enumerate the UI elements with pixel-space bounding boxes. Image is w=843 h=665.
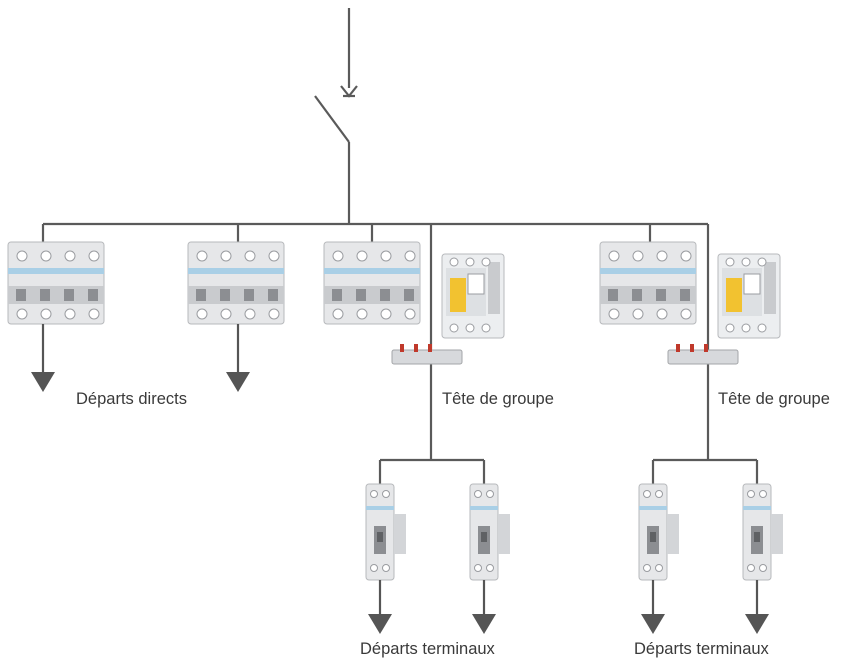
label-direct-departures: Départs directs [76, 390, 187, 408]
label-group-head-1: Tête de groupe [442, 390, 554, 408]
mcb-terminal-2 [469, 483, 511, 581]
arrow-terminal-1 [368, 614, 392, 634]
terminal-departure-wires [378, 580, 759, 616]
rcd-group-2 [717, 253, 781, 339]
breaker-group-1 [323, 241, 421, 325]
arrow-terminal-3 [641, 614, 665, 634]
breaker-direct-2 [187, 241, 285, 325]
terminal-branch-1 [378, 458, 486, 486]
mcb-terminal-3 [638, 483, 680, 581]
arrow-direct-2 [226, 372, 250, 392]
comb-busbar-2 [667, 343, 739, 365]
arrow-terminal-4 [745, 614, 769, 634]
incoming-supply [340, 8, 358, 98]
breaker-group-2 [599, 241, 697, 325]
main-busbar [41, 222, 710, 460]
terminal-branch-2 [651, 458, 759, 486]
main-switch [314, 95, 351, 224]
mcb-terminal-4 [742, 483, 784, 581]
direct-departure-wires [41, 324, 240, 372]
mcb-terminal-1 [365, 483, 407, 581]
label-terminal-departures-2: Départs terminaux [634, 640, 769, 658]
label-group-head-2: Tête de groupe [718, 390, 830, 408]
label-terminal-departures-1: Départs terminaux [360, 640, 495, 658]
arrow-direct-1 [31, 372, 55, 392]
comb-busbar-1 [391, 343, 463, 365]
rcd-group-1 [441, 253, 505, 339]
arrow-terminal-2 [472, 614, 496, 634]
breaker-direct-1 [7, 241, 105, 325]
